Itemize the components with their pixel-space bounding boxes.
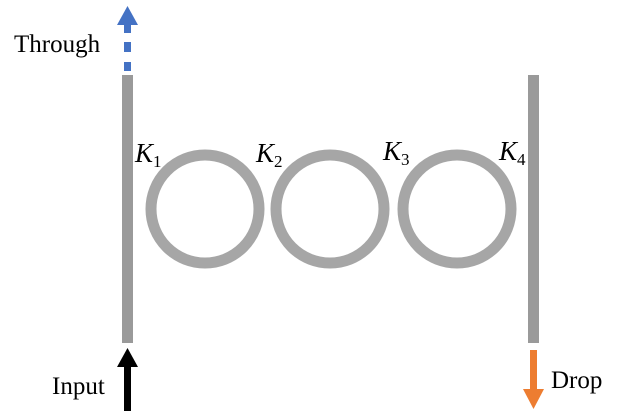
right-bus-waveguide bbox=[528, 75, 539, 343]
drop-arrow-icon bbox=[523, 350, 544, 409]
ring-resonator-2 bbox=[270, 149, 390, 269]
coupling-label-k2: K2 bbox=[256, 138, 283, 171]
input-port-label: Input bbox=[52, 373, 105, 400]
ring-resonator-1 bbox=[145, 149, 265, 269]
through-arrow-icon bbox=[117, 6, 138, 71]
coupling-symbol: K bbox=[256, 138, 275, 168]
coupling-label-k3: K3 bbox=[383, 136, 410, 169]
coupling-symbol: K bbox=[383, 136, 402, 166]
coupling-symbol: K bbox=[499, 136, 518, 166]
coupling-symbol: K bbox=[135, 138, 154, 168]
coupling-index: 1 bbox=[153, 152, 162, 171]
coupling-label-k1: K1 bbox=[135, 138, 162, 171]
through-port-label: Through bbox=[14, 31, 101, 58]
left-bus-waveguide bbox=[122, 75, 133, 343]
input-arrow-icon bbox=[117, 348, 138, 411]
coupling-index: 3 bbox=[401, 150, 410, 169]
drop-port-label: Drop bbox=[551, 367, 603, 394]
coupling-index: 4 bbox=[517, 150, 526, 169]
ring-resonator-3 bbox=[397, 149, 517, 269]
coupling-index: 2 bbox=[274, 152, 283, 171]
coupling-label-k4: K4 bbox=[499, 136, 526, 169]
